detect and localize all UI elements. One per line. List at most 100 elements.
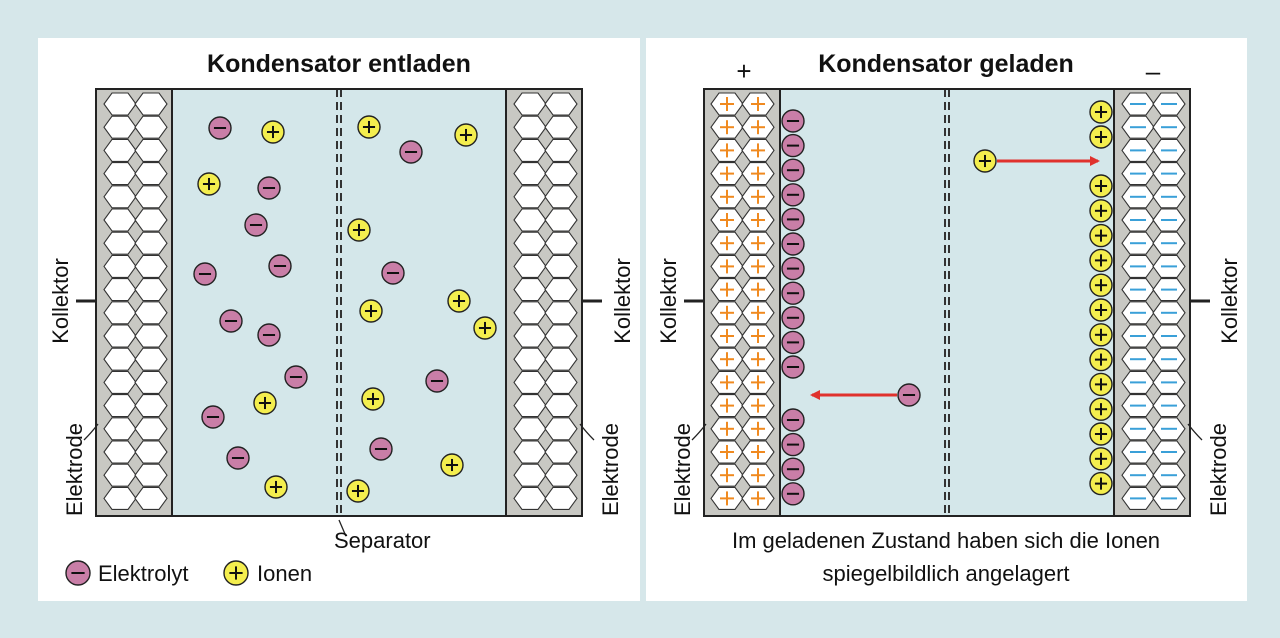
title-discharged: Kondensator entladen — [207, 50, 471, 78]
hex-cell — [1152, 254, 1186, 278]
plus-circle-icon — [361, 387, 385, 411]
hex-cell — [134, 92, 168, 116]
minus-circle-icon — [781, 482, 805, 506]
hex-cell — [544, 162, 578, 186]
label-electrode-right: Elektrode — [598, 423, 623, 516]
hex-cell — [1152, 162, 1186, 186]
minus-circle-icon — [399, 140, 423, 164]
hex-cell — [1152, 486, 1186, 510]
plus-circle-icon — [1089, 248, 1113, 273]
hex-grid-negative — [1121, 92, 1186, 510]
minus-circle-icon — [781, 457, 805, 481]
plus-circle-icon — [473, 316, 497, 340]
hex-cell — [134, 463, 168, 487]
minus-circle-icon — [381, 261, 405, 285]
minus-circle-icon — [781, 330, 805, 355]
minus-circle-icon — [65, 560, 91, 586]
plus-circle-icon — [1089, 174, 1113, 198]
hex-cell — [134, 370, 168, 394]
hex-cell — [741, 231, 775, 255]
hex-cell — [741, 394, 775, 418]
charged-capacitor: Kondensator geladen + – Kollektor Kollek… — [656, 50, 1242, 586]
plus-circle-icon — [346, 479, 370, 503]
hex-cell — [1152, 278, 1186, 302]
minus-circle-icon — [284, 365, 308, 389]
hex-cell — [134, 417, 168, 441]
plus-circle-icon — [973, 149, 997, 173]
hex-cell — [544, 138, 578, 162]
hex-cell — [544, 486, 578, 510]
minus-circle-icon — [897, 383, 921, 407]
hex-cell — [710, 347, 744, 371]
minus-circle-icon — [781, 306, 805, 330]
hex-cell — [544, 115, 578, 139]
hex-cell — [710, 115, 744, 139]
label-electrode-left: Elektrode — [62, 423, 87, 516]
hex-cell — [544, 208, 578, 232]
hex-cell — [134, 301, 168, 325]
hex-cell — [1152, 394, 1186, 418]
minus-circle-icon — [781, 355, 805, 379]
plus-circle-icon — [1089, 471, 1113, 496]
plus-sign: + — [736, 56, 751, 86]
hex-cell — [1121, 92, 1155, 116]
hex-cell — [1121, 138, 1155, 162]
minus-circle-icon — [226, 446, 250, 470]
hex-cell — [710, 440, 744, 464]
hex-cell — [544, 347, 578, 371]
minus-circle-icon — [257, 323, 281, 347]
minus-circle-icon — [781, 256, 805, 281]
hex-cell — [710, 254, 744, 278]
hex-cell — [741, 486, 775, 510]
hex-cell — [134, 208, 168, 232]
hex-cell — [544, 301, 578, 325]
adsorbed-ions — [781, 100, 1113, 506]
hex-cell — [741, 440, 775, 464]
hex-grid-right — [513, 92, 578, 510]
minus-circle-icon — [208, 116, 232, 140]
hex-cell — [741, 208, 775, 232]
hex-cell — [134, 324, 168, 348]
plus-circle-icon — [347, 218, 371, 242]
label-separator: Separator — [334, 528, 431, 553]
minus-circle-icon — [781, 232, 805, 256]
caption-line-2: spiegelbildlich angelagert — [822, 561, 1069, 586]
legend: Elektrolyt Ionen — [65, 560, 312, 586]
hex-cell — [134, 486, 168, 510]
hex-cell — [741, 463, 775, 487]
plus-circle-icon — [1089, 199, 1113, 223]
plus-circle-icon — [1089, 447, 1113, 471]
hex-cell — [544, 92, 578, 116]
hex-cell — [544, 254, 578, 278]
hex-grid-positive — [710, 92, 775, 510]
hex-cell — [134, 440, 168, 464]
hex-cell — [544, 370, 578, 394]
hex-cell — [134, 254, 168, 278]
title-charged: Kondensator geladen — [818, 50, 1074, 78]
plus-circle-icon — [1089, 298, 1113, 322]
hex-cell — [134, 138, 168, 162]
label-collector-left: Kollektor — [48, 258, 73, 344]
minus-circle-icon — [781, 109, 805, 133]
hex-cell — [741, 254, 775, 278]
minus-circle-icon — [219, 309, 243, 333]
hex-cell — [710, 370, 744, 394]
legend-cation-label: Ionen — [257, 561, 312, 586]
hex-cell — [741, 301, 775, 325]
hex-cell — [741, 347, 775, 371]
plus-circle-icon — [1089, 125, 1113, 149]
hex-cell — [134, 347, 168, 371]
plus-circle-icon — [1089, 100, 1113, 124]
minus-circle-icon — [201, 405, 225, 429]
hex-cell — [544, 440, 578, 464]
hex-cell — [741, 278, 775, 302]
hex-cell — [134, 278, 168, 302]
hex-cell — [741, 138, 775, 162]
label-collector-positive: Kollektor — [656, 258, 681, 344]
hex-cell — [134, 115, 168, 139]
hex-cell — [1152, 370, 1186, 394]
minus-circle-icon — [781, 408, 805, 432]
minus-circle-icon — [781, 281, 805, 305]
plus-circle-icon — [440, 453, 464, 477]
